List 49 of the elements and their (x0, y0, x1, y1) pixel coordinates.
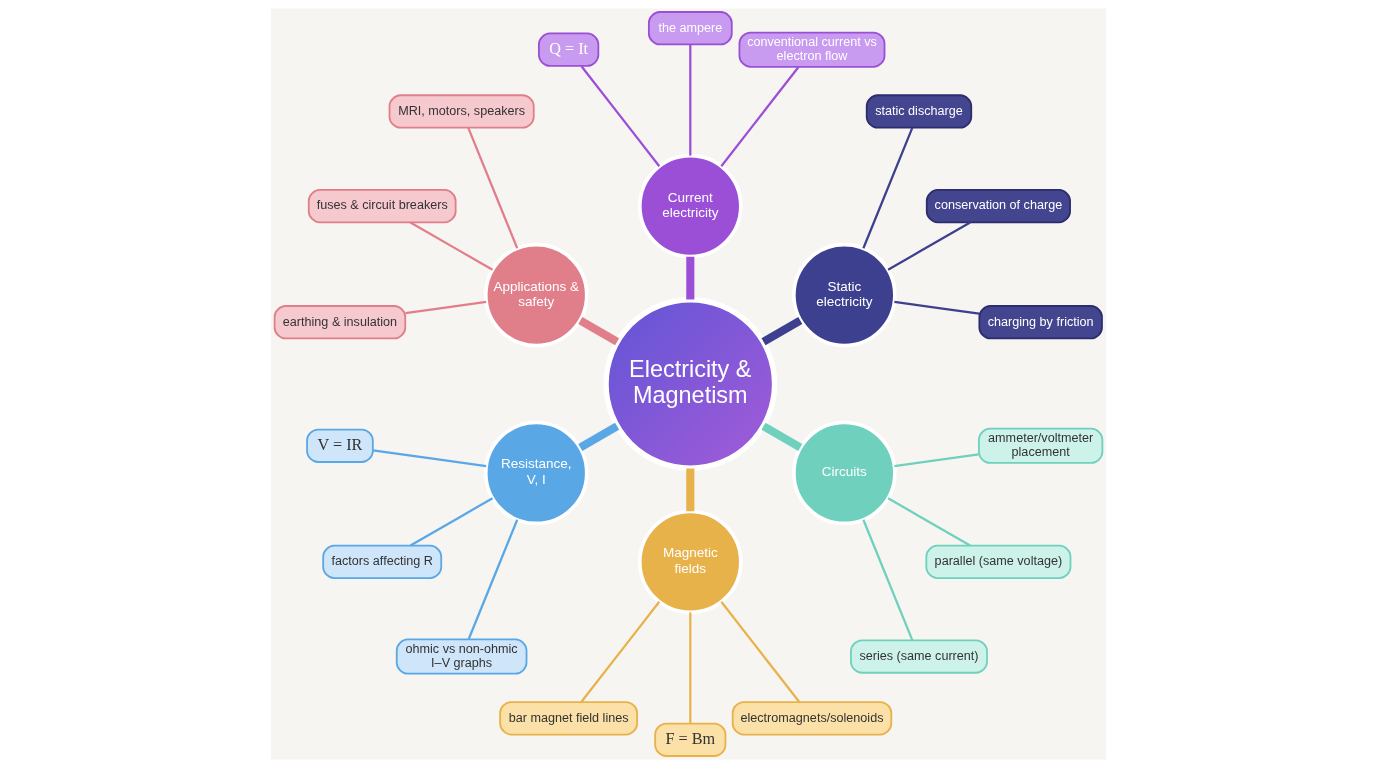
connector (685, 256, 694, 300)
node-box: Q = It (537, 32, 599, 67)
connector (580, 601, 660, 703)
connector (580, 65, 660, 167)
connector (466, 127, 518, 249)
node-box: V = IR (305, 428, 374, 463)
connector (577, 422, 619, 451)
node-box: charging by friction (978, 305, 1103, 340)
connector (577, 317, 619, 346)
node-box: ohmic vs non-ohmic I–V graphs (395, 638, 527, 675)
connector (467, 519, 518, 640)
connector (685, 468, 694, 512)
connector (893, 300, 979, 315)
node-circle: Circuits (791, 420, 897, 526)
connector (719, 601, 800, 703)
node-box: fuses & circuit breakers (307, 189, 457, 224)
node-circle: Static electricity (791, 242, 897, 348)
connector (760, 317, 802, 346)
connector (409, 221, 493, 271)
connector (760, 422, 802, 451)
node-box: electromagnets/solenoids (731, 701, 892, 736)
connector (887, 497, 971, 547)
connector (404, 300, 486, 315)
connector (409, 497, 493, 547)
node-box: conservation of charge (925, 189, 1071, 224)
connector (688, 612, 691, 724)
node-box: static discharge (865, 94, 972, 129)
node-box: conventional current vs electron flow (738, 31, 885, 68)
node-box: factors affecting R (321, 544, 442, 579)
node-box: earthing & insulation (273, 305, 406, 340)
node-box: ammeter/voltmeter placement (977, 427, 1103, 464)
node-box: the ampere (647, 11, 733, 46)
connector (719, 66, 799, 167)
node-circle: Magnetic fields (637, 509, 743, 615)
connector (861, 127, 913, 249)
node-circle: Electricity & Magnetism (602, 297, 777, 471)
node-circle: Applications & safety (483, 242, 588, 348)
node-box: bar magnet field lines (498, 701, 638, 736)
node-box: F = Bm (653, 722, 726, 757)
node-box: MRI, motors, speakers (388, 94, 535, 129)
connector (887, 221, 971, 271)
node-circle: Current electricity (637, 153, 743, 259)
connector (861, 519, 913, 641)
node-box: series (same current) (849, 639, 988, 674)
node-circle: Resistance, V, I (483, 420, 588, 526)
node-box: parallel (same voltage) (924, 544, 1071, 579)
connector (688, 44, 691, 156)
connector (893, 453, 979, 468)
connector (372, 449, 486, 468)
